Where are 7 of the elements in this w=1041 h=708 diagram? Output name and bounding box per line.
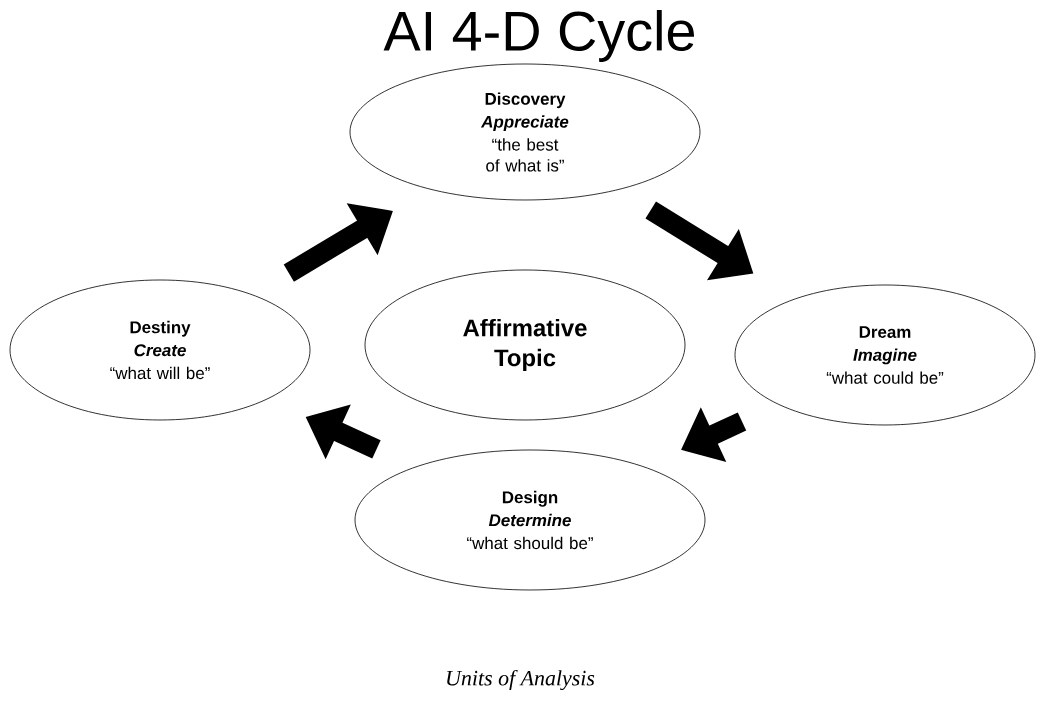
ellipse-node: Design Determine “what should be” [354, 449, 706, 591]
ellipse-node: Discovery Appreciate “the best of what is” [349, 63, 701, 201]
caption: Units of Analysis [447, 669, 595, 691]
ellipse-node: Destiny Create “what will be” [9, 279, 311, 421]
ellipse-node: Dream Imagine “what could be” [734, 284, 1036, 426]
title: AI 4-D Cycle [383, 10, 694, 62]
ellipse-node: Affirmative Topic [364, 269, 686, 421]
